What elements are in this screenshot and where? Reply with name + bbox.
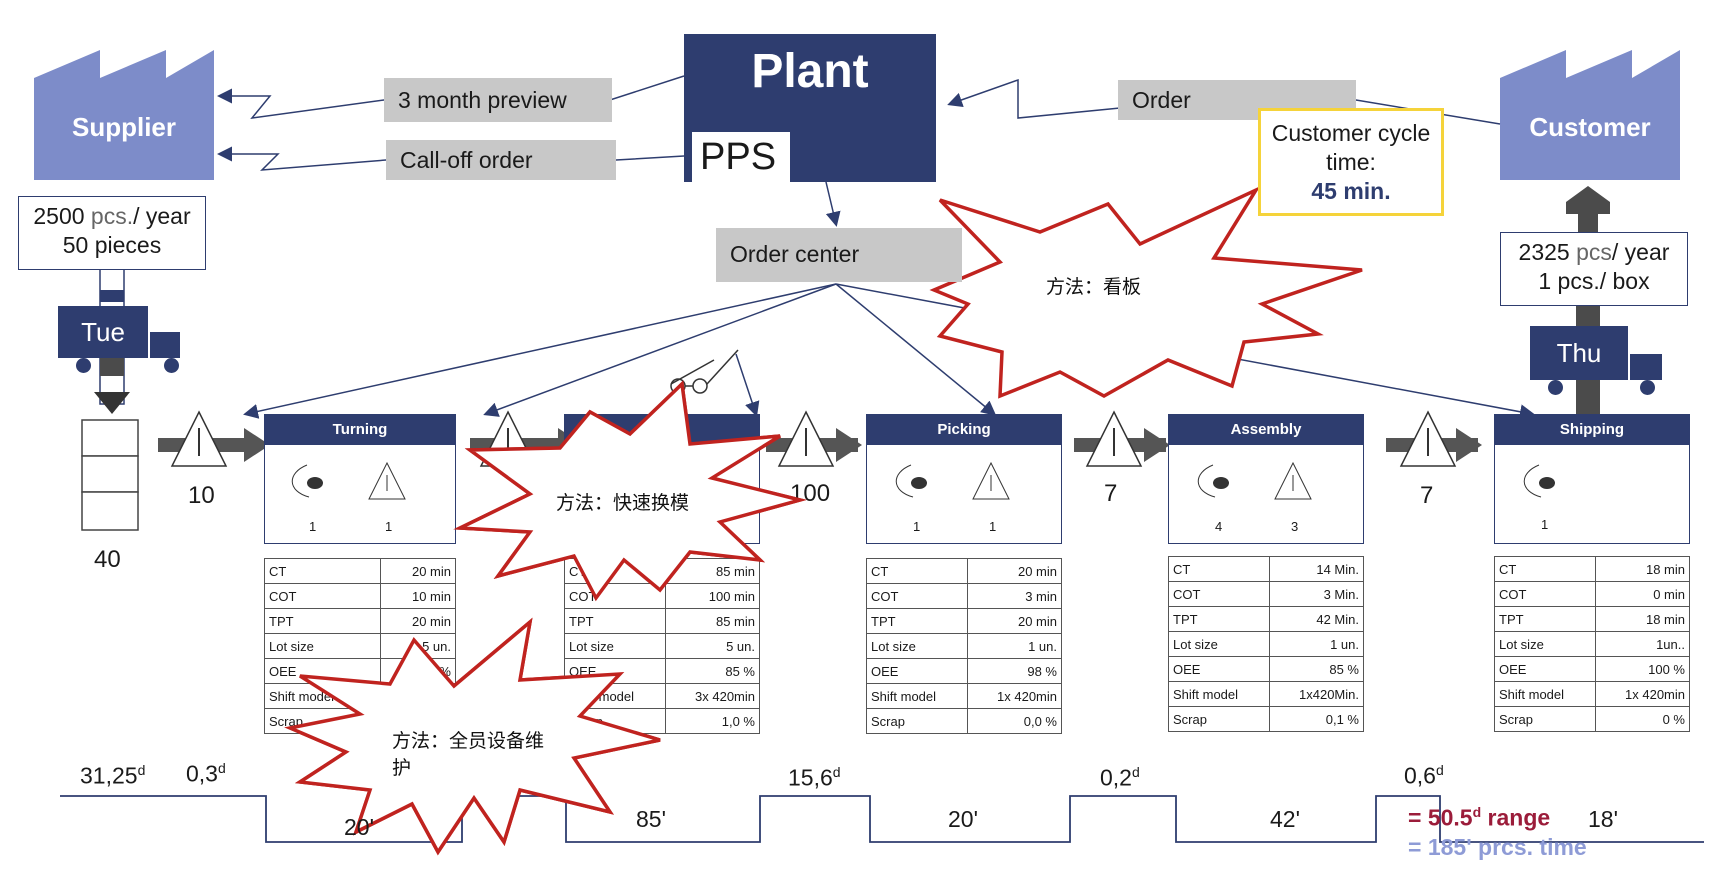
operator-count: 1 (1541, 517, 1549, 532)
calloff-info-arrow (217, 146, 685, 171)
customer-info-box: 2325 pcs/ year 1 pcs./ box (1500, 232, 1688, 306)
inventory-count-1: 10 (188, 482, 215, 509)
process-time-4: 42' (1270, 806, 1300, 832)
customer-unit: pcs (1576, 239, 1612, 265)
operator-count: 1 (989, 519, 997, 534)
operator-count: 1 (385, 519, 393, 534)
supplier-factory (34, 50, 214, 180)
order-flow-label: Order (1118, 80, 1356, 120)
wait-time-2: 0,3d (186, 760, 226, 787)
pps-label: PPS (692, 132, 790, 182)
raw-inventory-count: 40 (94, 546, 121, 573)
supplier-period: / year (133, 203, 191, 229)
process-box-milling: Milling (564, 414, 760, 544)
supplier-annual-qty: 2500 (33, 203, 91, 229)
operator-count: 4 (1215, 519, 1223, 534)
customer-truck-cab (1630, 354, 1662, 380)
process-title: Shipping (1495, 415, 1689, 445)
cycle-label-line1: Customer cycle (1271, 120, 1431, 146)
process-time-summary: = 185' prcs. time (1408, 834, 1587, 860)
customer-truck-wheel (1640, 380, 1655, 395)
tpm-line1: 方法：全员设备维 (392, 731, 545, 752)
process-title: Picking (867, 415, 1061, 445)
tpm-line2: 护 (392, 758, 412, 779)
plant-title: Plant (751, 45, 869, 98)
operator-count: 1 (309, 519, 317, 534)
supplier-unit: pcs. (90, 203, 134, 229)
lead-time-range-summary: = 50.5d range (1408, 804, 1551, 831)
customer-label: Customer (1529, 112, 1651, 142)
supplier-truck-cab (150, 332, 180, 358)
oc-to-picking-arrow (835, 283, 997, 416)
raw-inventory-stack (81, 419, 139, 531)
operator-icons (291, 461, 406, 500)
inventory-count-4: 7 (1104, 480, 1118, 507)
inventory-count-5: 7 (1420, 482, 1434, 509)
supplier-truck: Tue (58, 306, 148, 358)
wait-time-3: 15,6d (788, 764, 841, 791)
process-title: Assembly (1169, 415, 1363, 445)
operator-icons (895, 461, 1010, 500)
supplier-info-box: 2500 pcs./ year 50 pieces (18, 196, 206, 270)
plant-box: Plant PPS (684, 34, 936, 182)
tpm-method-label: 方法：全员设备维 护 (392, 726, 544, 780)
process-time-2: 85' (636, 806, 666, 832)
inventory-triangle-4 (1074, 410, 1170, 467)
order-center-box: Order center (716, 228, 962, 282)
cycle-label-line2: time: (1326, 149, 1376, 175)
smed-method-label: 方法：快速换模 (556, 493, 690, 514)
wait-time-5: 0,6d (1404, 762, 1444, 789)
calloff-flow-label: Call-off order (386, 140, 616, 180)
operator-count: 3 (1291, 519, 1299, 534)
customer-truck-wheel (1548, 380, 1563, 395)
process-title: Milling (565, 415, 759, 445)
process-box-turning: Turning 1 1 (264, 414, 456, 544)
supplier-label: Supplier (71, 112, 176, 142)
customer-period: / year (1611, 239, 1670, 265)
preview-flow-label: 3 month preview (384, 78, 612, 122)
inventory-count-3: 100 (790, 480, 831, 507)
inventory-triangle-3 (766, 410, 862, 467)
order-info-arrow (947, 78, 1501, 125)
preview-info-arrow (217, 75, 685, 120)
customer-truck: Thu (1530, 326, 1628, 380)
process-box-shipping: Shipping 1 (1494, 414, 1690, 544)
operator-icons (1197, 461, 1312, 500)
customer-annual-qty: 2325 (1518, 239, 1577, 265)
process-time-3: 20' (948, 806, 978, 832)
process-box-picking: Picking 1 1 (866, 414, 1062, 544)
customer-cycle-box: Customer cycle time: 45 min. (1258, 108, 1444, 216)
supplier-truck-wheel (164, 358, 179, 373)
kanban-method-label: 方法：看板 (1046, 277, 1142, 298)
wait-time-1: 31,25d (80, 762, 146, 789)
inventory-triangle-1 (158, 410, 270, 467)
supplier-batch: 50 pieces (62, 232, 162, 258)
operator-icon (1523, 464, 1555, 498)
operator-count: 1 (913, 519, 921, 534)
process-time-5: 18' (1588, 806, 1618, 832)
down-arrow-icon (94, 392, 130, 414)
customer-batch: 1 pcs./ box (1538, 268, 1650, 294)
supplier-truck-wheel (76, 358, 91, 373)
kanban-burst (929, 185, 1363, 399)
plant-to-order-center-arrow (825, 181, 841, 227)
oc-to-turning-arrow (243, 283, 837, 419)
up-arrow-icon (1566, 186, 1610, 214)
glasses-to-milling-arrow (735, 353, 760, 417)
customer-factory (1500, 50, 1680, 180)
process-title: Turning (265, 415, 455, 445)
wait-time-4: 0,2d (1100, 764, 1140, 791)
process-box-assembly: Assembly 4 3 (1168, 414, 1364, 544)
inventory-triangle-5 (1386, 410, 1482, 467)
cycle-value: 45 min. (1311, 178, 1391, 204)
process-time-1: 20' (344, 814, 374, 840)
